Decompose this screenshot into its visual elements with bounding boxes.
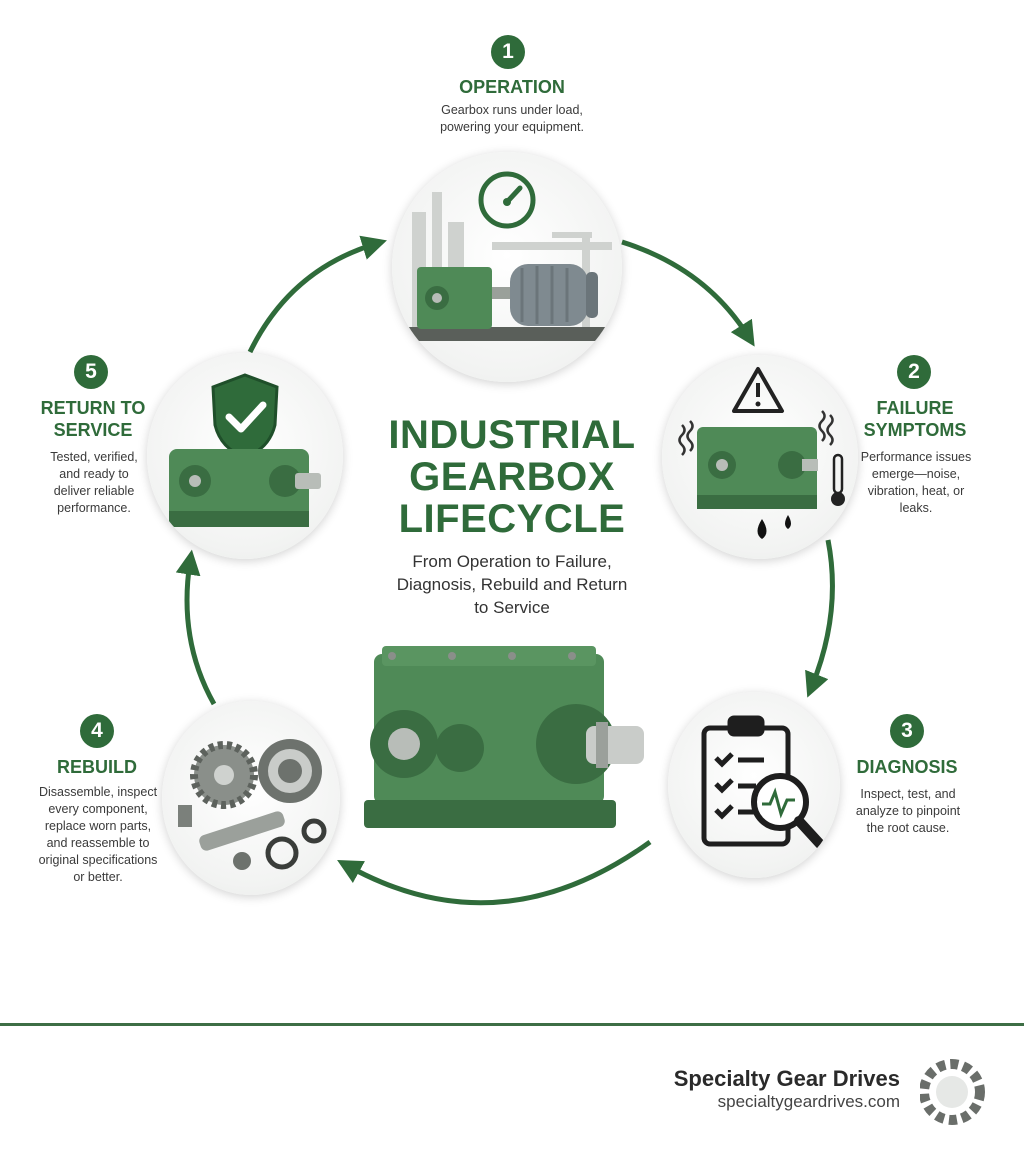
failure-symptoms-illustration [662, 355, 858, 559]
stage-1-title: OPERATION [412, 76, 612, 98]
shield-check-icon [213, 375, 277, 457]
bearing-icon [258, 739, 322, 803]
warning-icon [734, 369, 782, 411]
main-subtitle: From Operation to Failure, Diagnosis, Re… [392, 550, 632, 619]
thermometer-icon [831, 455, 845, 506]
stage-4-title: REBUILD [42, 756, 152, 778]
stage-3-title: DIAGNOSIS [846, 756, 968, 778]
stage-3-number: 3 [890, 714, 924, 748]
stage-2-number: 2 [897, 355, 931, 389]
shaft-icon [198, 810, 287, 852]
main-title-line-1: INDUSTRIAL [362, 414, 662, 456]
brand-logo [920, 1052, 1004, 1132]
main-title-line-2: GEARBOX [362, 456, 662, 498]
stage-5-number: 5 [74, 355, 108, 389]
stage-2-title: FAILURE SYMPTOMS [859, 397, 971, 441]
stage-4-number: 4 [80, 714, 114, 748]
stage-3-desc: Inspect, test, and analyze to pinpoint t… [852, 786, 964, 837]
gear-icon [194, 745, 254, 805]
stage-2-desc: Performance issues emerge—noise, vibrati… [860, 449, 972, 517]
brand-url[interactable]: specialtygeardrives.com [718, 1092, 900, 1112]
main-title-line-3: LIFECYCLE [362, 498, 662, 540]
stage-4-desc: Disassemble, inspect every component, re… [36, 784, 160, 886]
footer-divider [0, 1023, 1024, 1026]
arrow-4-to-5 [187, 562, 214, 704]
oil-drop-icon [758, 515, 792, 539]
stage-1-number: 1 [491, 35, 525, 69]
main-title: INDUSTRIAL GEARBOX LIFECYCLE [362, 414, 662, 540]
arrow-1-to-2 [622, 242, 748, 336]
stage-1-desc: Gearbox runs under load, powering your e… [437, 102, 587, 136]
stage-5-desc: Tested, verified, and ready to deliver r… [42, 449, 146, 517]
arrow-2-to-3 [812, 540, 832, 686]
gauge-icon [481, 174, 533, 226]
diagnosis-illustration [668, 692, 840, 878]
central-gearbox-illustration [352, 640, 652, 855]
logo-gear-icon [924, 1064, 980, 1120]
operation-illustration [392, 152, 622, 382]
rebuild-illustration [162, 701, 340, 895]
stage-5-title: RETURN TO SERVICE [38, 397, 148, 441]
return-to-service-illustration [147, 353, 343, 559]
brand-name: Specialty Gear Drives [674, 1066, 900, 1092]
arrow-5-to-1 [250, 244, 375, 352]
